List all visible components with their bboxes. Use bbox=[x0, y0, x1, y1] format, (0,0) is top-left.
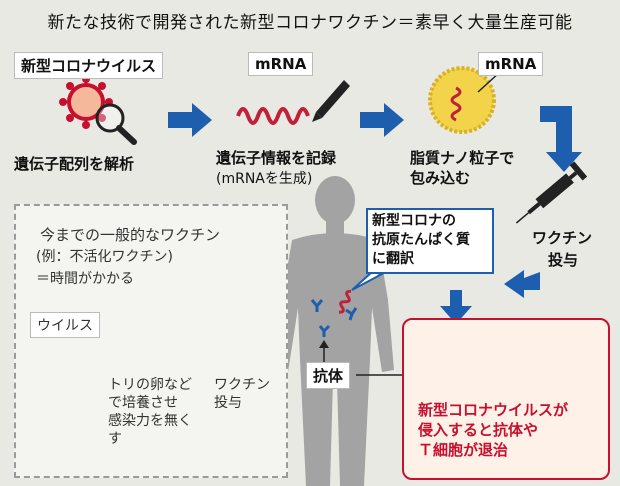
result-text: 新型コロナウイルスが 侵入すると抗体や Ｔ細胞が退治 bbox=[418, 400, 568, 460]
conventional-virus-tag: ウイルス bbox=[30, 312, 100, 338]
arrow-icon bbox=[168, 103, 582, 324]
conventional-note: ＝時間がかかる bbox=[36, 271, 134, 287]
antibody-icon bbox=[310, 299, 358, 337]
egg-text: トリの卵など で培養させ 感染力を無く す bbox=[108, 376, 192, 448]
record-sub: (mRNAを生成) bbox=[216, 171, 313, 187]
magnifier-icon bbox=[95, 103, 137, 145]
egg-text-line: トリの卵など bbox=[108, 377, 192, 393]
lipid-nanoparticle-icon bbox=[428, 66, 501, 134]
conventional-heading: 今までの一般的なワクチン bbox=[40, 226, 221, 244]
vaccine-label-1: ワクチン bbox=[532, 229, 593, 247]
page-title: 新たな技術で開発された新型コロナワクチン＝素早く大量生産可能 bbox=[47, 13, 573, 33]
conventional-vaccine-line: ワクチン bbox=[214, 377, 270, 393]
conventional-example: (例：不活化ワクチン) bbox=[36, 249, 173, 265]
human-body-icon bbox=[276, 176, 394, 486]
virus-tag: 新型コロナウイルス bbox=[14, 52, 164, 79]
conventional-panel bbox=[14, 204, 288, 478]
conventional-vaccine-text: ワクチン 投与 bbox=[214, 376, 270, 412]
mrna-strand-icon bbox=[236, 107, 310, 125]
result-line: 侵入すると抗体や bbox=[418, 421, 539, 439]
callout-line: 新型コロナの bbox=[372, 213, 456, 229]
lipid-label-1: 脂質ナノ粒子で bbox=[410, 149, 515, 167]
record-label: 遺伝子情報を記録 bbox=[216, 149, 337, 167]
callout-line: に翻訳 bbox=[372, 251, 414, 267]
result-box bbox=[402, 318, 610, 480]
egg-text-line: 感染力を無く bbox=[108, 413, 192, 429]
result-line: 新型コロナウイルスが bbox=[418, 401, 569, 419]
vaccine-label-2: 投与 bbox=[548, 251, 579, 269]
analyze-label: 遺伝子配列を解析 bbox=[14, 155, 135, 173]
egg-text-line: す bbox=[108, 431, 122, 447]
mrna-tag: mRNA bbox=[248, 52, 314, 76]
syringe-icon bbox=[515, 161, 588, 224]
pen-icon bbox=[312, 80, 350, 122]
lipid-label-2: 包み込む bbox=[410, 169, 471, 187]
antigen-callout: 新型コロナの 抗原たんぱく質 に翻訳 bbox=[366, 208, 494, 274]
lipid-mrna-tag: mRNA bbox=[478, 52, 544, 76]
antibody-label: 抗体 bbox=[306, 362, 351, 389]
result-line: Ｔ細胞が退治 bbox=[418, 441, 509, 459]
conventional-vaccine-line: 投与 bbox=[214, 395, 242, 411]
callout-line: 抗原たんぱく質 bbox=[372, 232, 470, 248]
egg-text-line: で培養させ bbox=[108, 395, 178, 411]
